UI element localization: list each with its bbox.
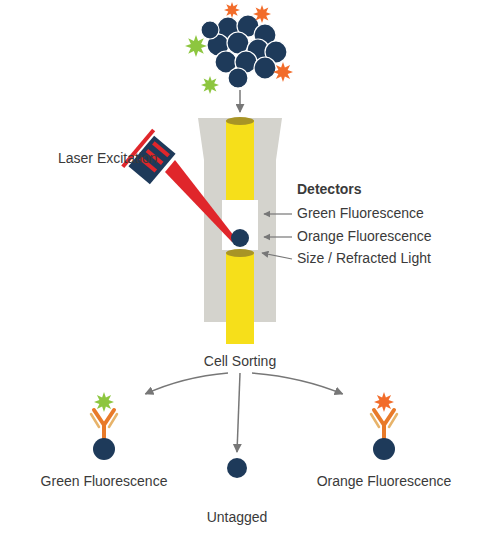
sort-arrow — [145, 373, 228, 394]
measured-cell — [231, 229, 249, 247]
cell-cluster — [201, 15, 287, 88]
sort-arrow — [252, 373, 343, 394]
node-label: Untagged — [183, 509, 291, 526]
fluorophore-star — [201, 76, 219, 94]
output-population: Green Fluorescence — [10, 394, 198, 490]
flow-arrow — [239, 90, 241, 112]
fluorophore-star — [374, 392, 394, 412]
fluorophore-star — [224, 2, 240, 18]
stream-lower-top — [226, 249, 254, 257]
sample-stream — [226, 120, 254, 200]
fluorophore-star — [94, 392, 114, 412]
output-population: Orange Fluorescence — [290, 394, 478, 490]
green-tagged-cell — [91, 410, 117, 460]
output-population: Untagged — [183, 452, 291, 526]
fluorophore-star — [185, 35, 207, 57]
stage-label: Cell Sorting — [166, 350, 314, 370]
node-label: Cell Sorting — [166, 353, 314, 370]
interrogation-chamber — [222, 200, 258, 250]
fluorophore-star — [253, 5, 271, 23]
untagged-cell — [227, 458, 247, 478]
part-label: Orange Fluorescence — [297, 228, 432, 245]
sample-stream-lower — [226, 252, 254, 344]
node-label: Orange Fluorescence — [290, 473, 478, 490]
orange-tagged-cell — [371, 410, 397, 460]
part-label: Green Fluorescence — [297, 205, 424, 222]
fluorophore-star — [273, 62, 293, 82]
sort-arrow — [237, 373, 240, 452]
part-label: Size / Refracted Light — [297, 250, 431, 267]
node-label: Green Fluorescence — [10, 473, 198, 490]
section-heading: Detectors — [297, 181, 362, 198]
part-label: Laser Excitation — [58, 150, 158, 167]
detector-pointers — [262, 214, 292, 259]
stream-top — [226, 117, 254, 125]
laser-beam — [165, 160, 234, 242]
